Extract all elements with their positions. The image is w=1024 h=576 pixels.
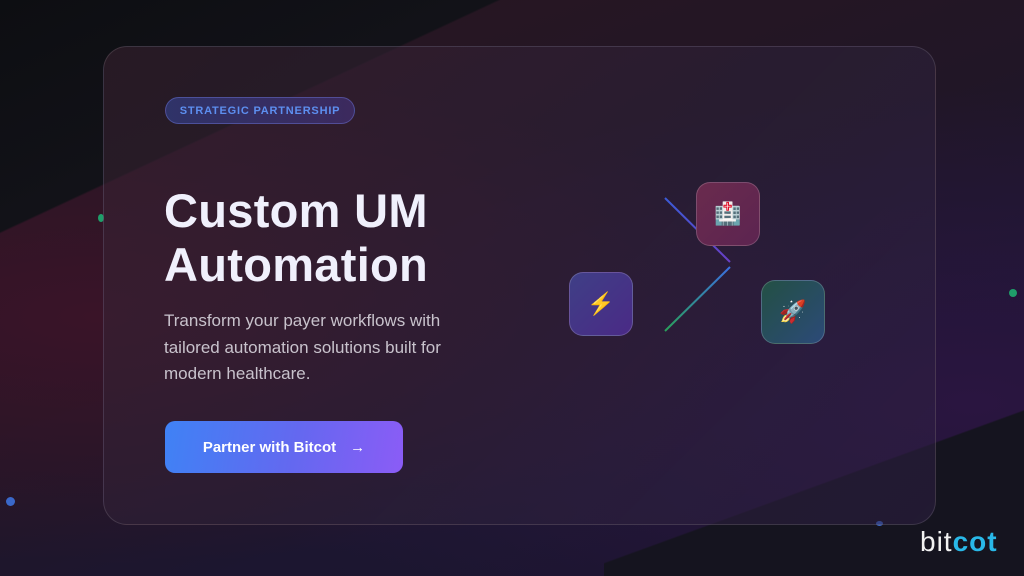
lightning-node: ⚡	[569, 272, 633, 336]
bitcot-logo: bitcot	[920, 526, 998, 558]
cta-label: Partner with Bitcot	[202, 438, 337, 456]
hero-subtitle: Transform your payer workflows with tail…	[164, 311, 441, 383]
decorative-dot-green-left	[98, 214, 104, 222]
title-line-1: Custom UM	[164, 184, 428, 237]
strategic-partnership-badge: STRATEGIC PARTNERSHIP	[165, 97, 355, 124]
workflow-diagram: ⚡ 🏥 🚀	[560, 170, 840, 350]
logo-part-cot: cot	[952, 526, 998, 557]
decorative-dot-blue-left	[6, 497, 15, 506]
lightning-icon: ⚡	[587, 291, 615, 316]
rocket-node: 🚀	[761, 280, 825, 344]
logo-part-bit: bit	[920, 526, 953, 557]
hospital-node: 🏥	[696, 182, 760, 246]
hospital-icon: 🏥	[714, 201, 742, 226]
arrow-right-icon: →	[350, 438, 366, 456]
decorative-dot-green-right	[1009, 289, 1017, 297]
title-line-2: Automation	[164, 238, 429, 291]
page-title: Custom UM Automation	[164, 184, 428, 292]
partner-with-bitcot-button[interactable]: Partner with Bitcot →	[165, 421, 403, 473]
rocket-icon: 🚀	[779, 299, 807, 324]
